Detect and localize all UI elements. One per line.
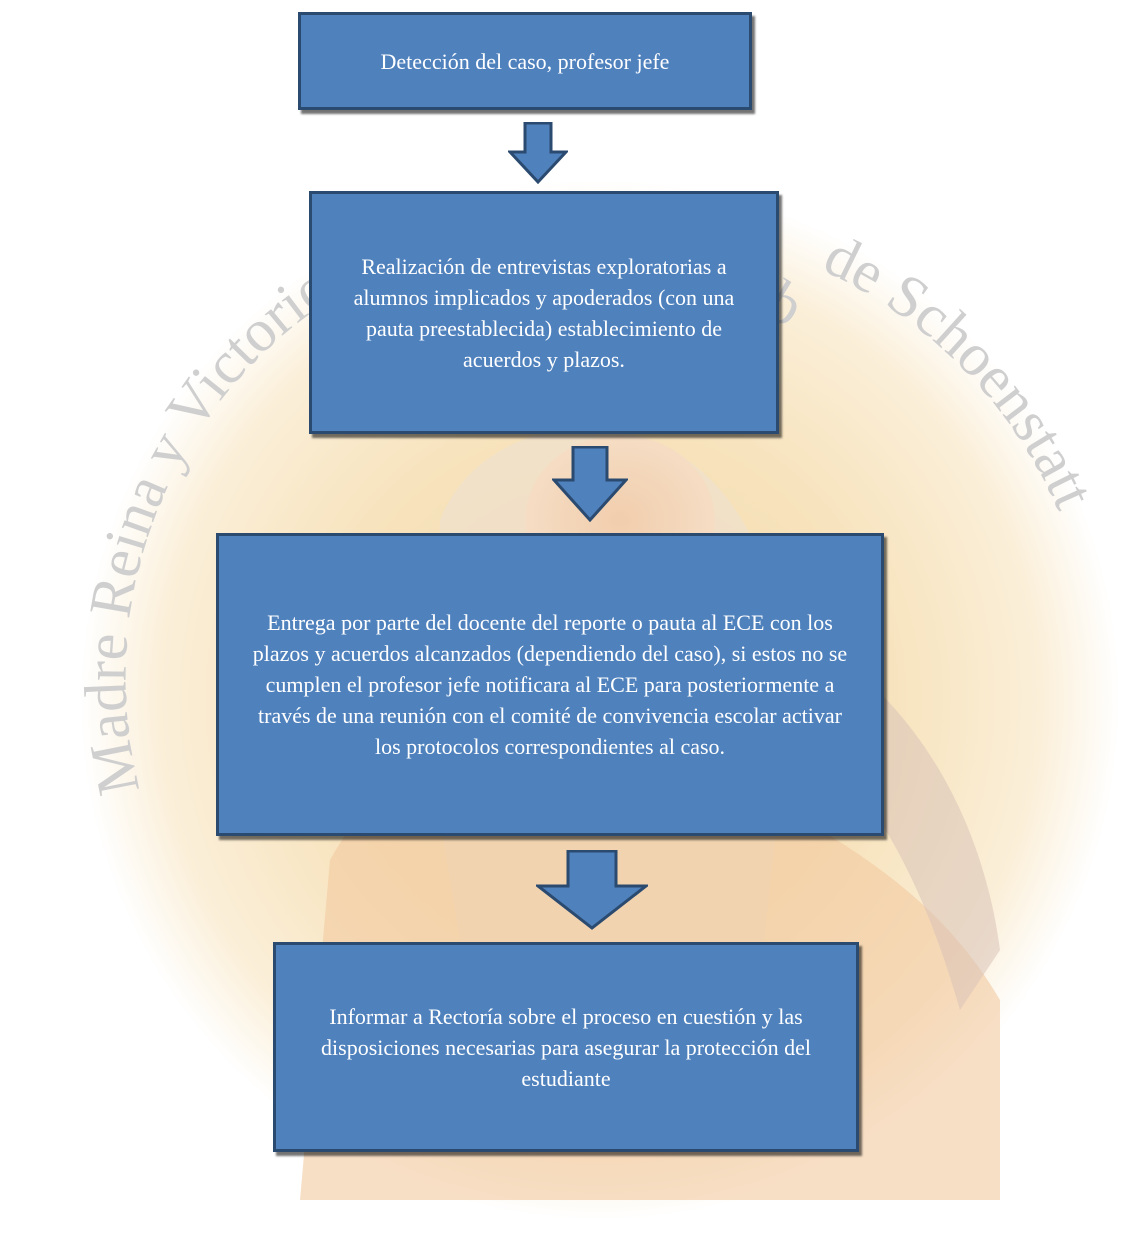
step-box-detection: Detección del caso, profesor jefe — [298, 12, 752, 110]
arrow-down-icon — [536, 850, 648, 930]
step-text-detection: Detección del caso, profesor jefe — [380, 48, 670, 74]
step-text-inform-rectoria: Informar a Rectoría sobre el proceso en … — [321, 1003, 811, 1091]
step-text-report: Entrega por parte del docente del report… — [252, 610, 848, 759]
step-box-inform-rectoria: Informar a Rectoría sobre el proceso en … — [273, 942, 859, 1152]
step-text-interviews: Realización de entrevistas exploratorias… — [353, 253, 735, 372]
step-box-interviews: Realización de entrevistas exploratorias… — [309, 191, 779, 434]
arrow-down-icon — [552, 446, 628, 522]
arrow-down-icon — [508, 122, 568, 184]
step-box-report: Entrega por parte del docente del report… — [216, 533, 884, 836]
